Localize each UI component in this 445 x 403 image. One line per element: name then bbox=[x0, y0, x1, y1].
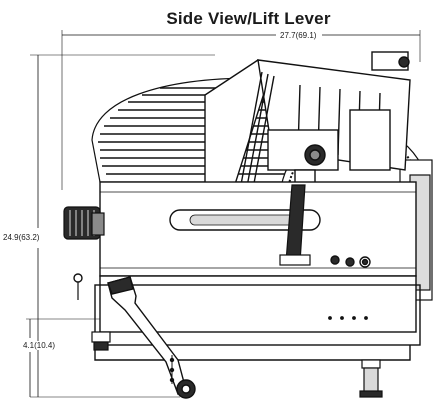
dimension-lines bbox=[26, 30, 421, 398]
overall-width-label: 27.7(69.1) bbox=[279, 31, 318, 40]
lift-lever bbox=[73, 273, 196, 399]
machine-feet bbox=[91, 331, 383, 398]
overall-height-label: 24.9(63.2) bbox=[3, 233, 40, 242]
thickness-knob bbox=[63, 206, 105, 240]
product-tray bbox=[204, 51, 411, 201]
page-title: Side View/Lift Lever bbox=[166, 9, 331, 28]
carriage-arm bbox=[279, 184, 311, 266]
foot-height-label: 4.1(10.4) bbox=[22, 341, 57, 350]
machine-body bbox=[94, 181, 421, 361]
